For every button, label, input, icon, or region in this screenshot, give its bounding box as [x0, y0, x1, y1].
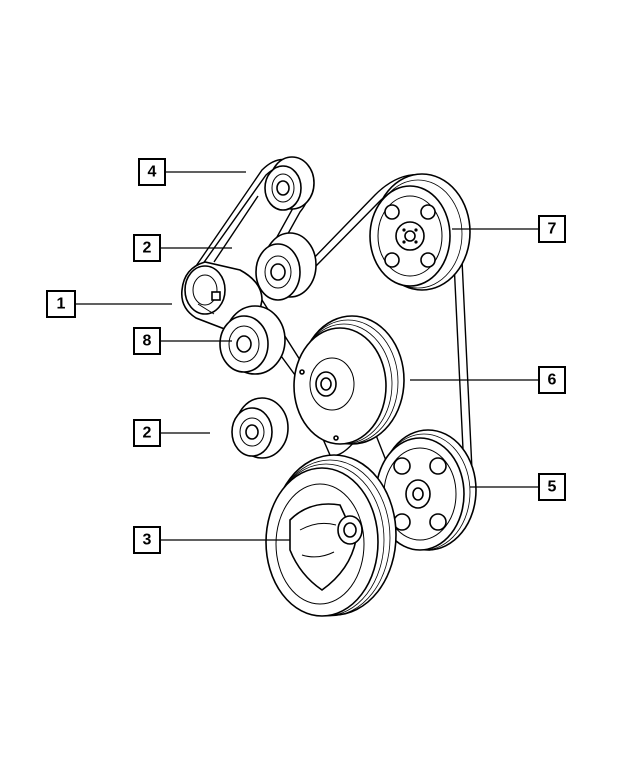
top-idler-pulley — [264, 156, 315, 211]
callout-8-label: 8 — [143, 333, 152, 350]
upper-idler-pulley — [255, 232, 317, 301]
callout-1: 1 — [46, 290, 76, 318]
callout-6: 6 — [538, 366, 566, 394]
alternator-pulley — [293, 315, 405, 445]
water-pump-pulley — [375, 429, 477, 551]
callout-1-label: 1 — [57, 296, 66, 313]
callout-4-label: 4 — [148, 164, 157, 181]
belt-tensioner — [180, 261, 263, 331]
callout-2b: 2 — [133, 419, 161, 447]
callout-5: 5 — [538, 473, 566, 501]
callout-7-label: 7 — [548, 221, 557, 238]
callout-3: 3 — [133, 526, 161, 554]
callout-2a-label: 2 — [143, 240, 152, 257]
crankshaft-pulley — [265, 454, 397, 617]
lower-idler-pulley — [231, 397, 289, 459]
ac-compressor-pulley — [369, 173, 471, 291]
callout-6-label: 6 — [548, 372, 557, 389]
leader-lines — [75, 171, 539, 541]
callout-4: 4 — [138, 158, 166, 186]
callout-2a: 2 — [133, 234, 161, 262]
tensioner-pulley — [219, 305, 286, 375]
callout-8: 8 — [133, 327, 161, 355]
callout-3-label: 3 — [143, 532, 152, 549]
callout-7: 7 — [538, 215, 566, 243]
callout-2b-label: 2 — [143, 425, 152, 442]
callout-5-label: 5 — [548, 479, 557, 496]
